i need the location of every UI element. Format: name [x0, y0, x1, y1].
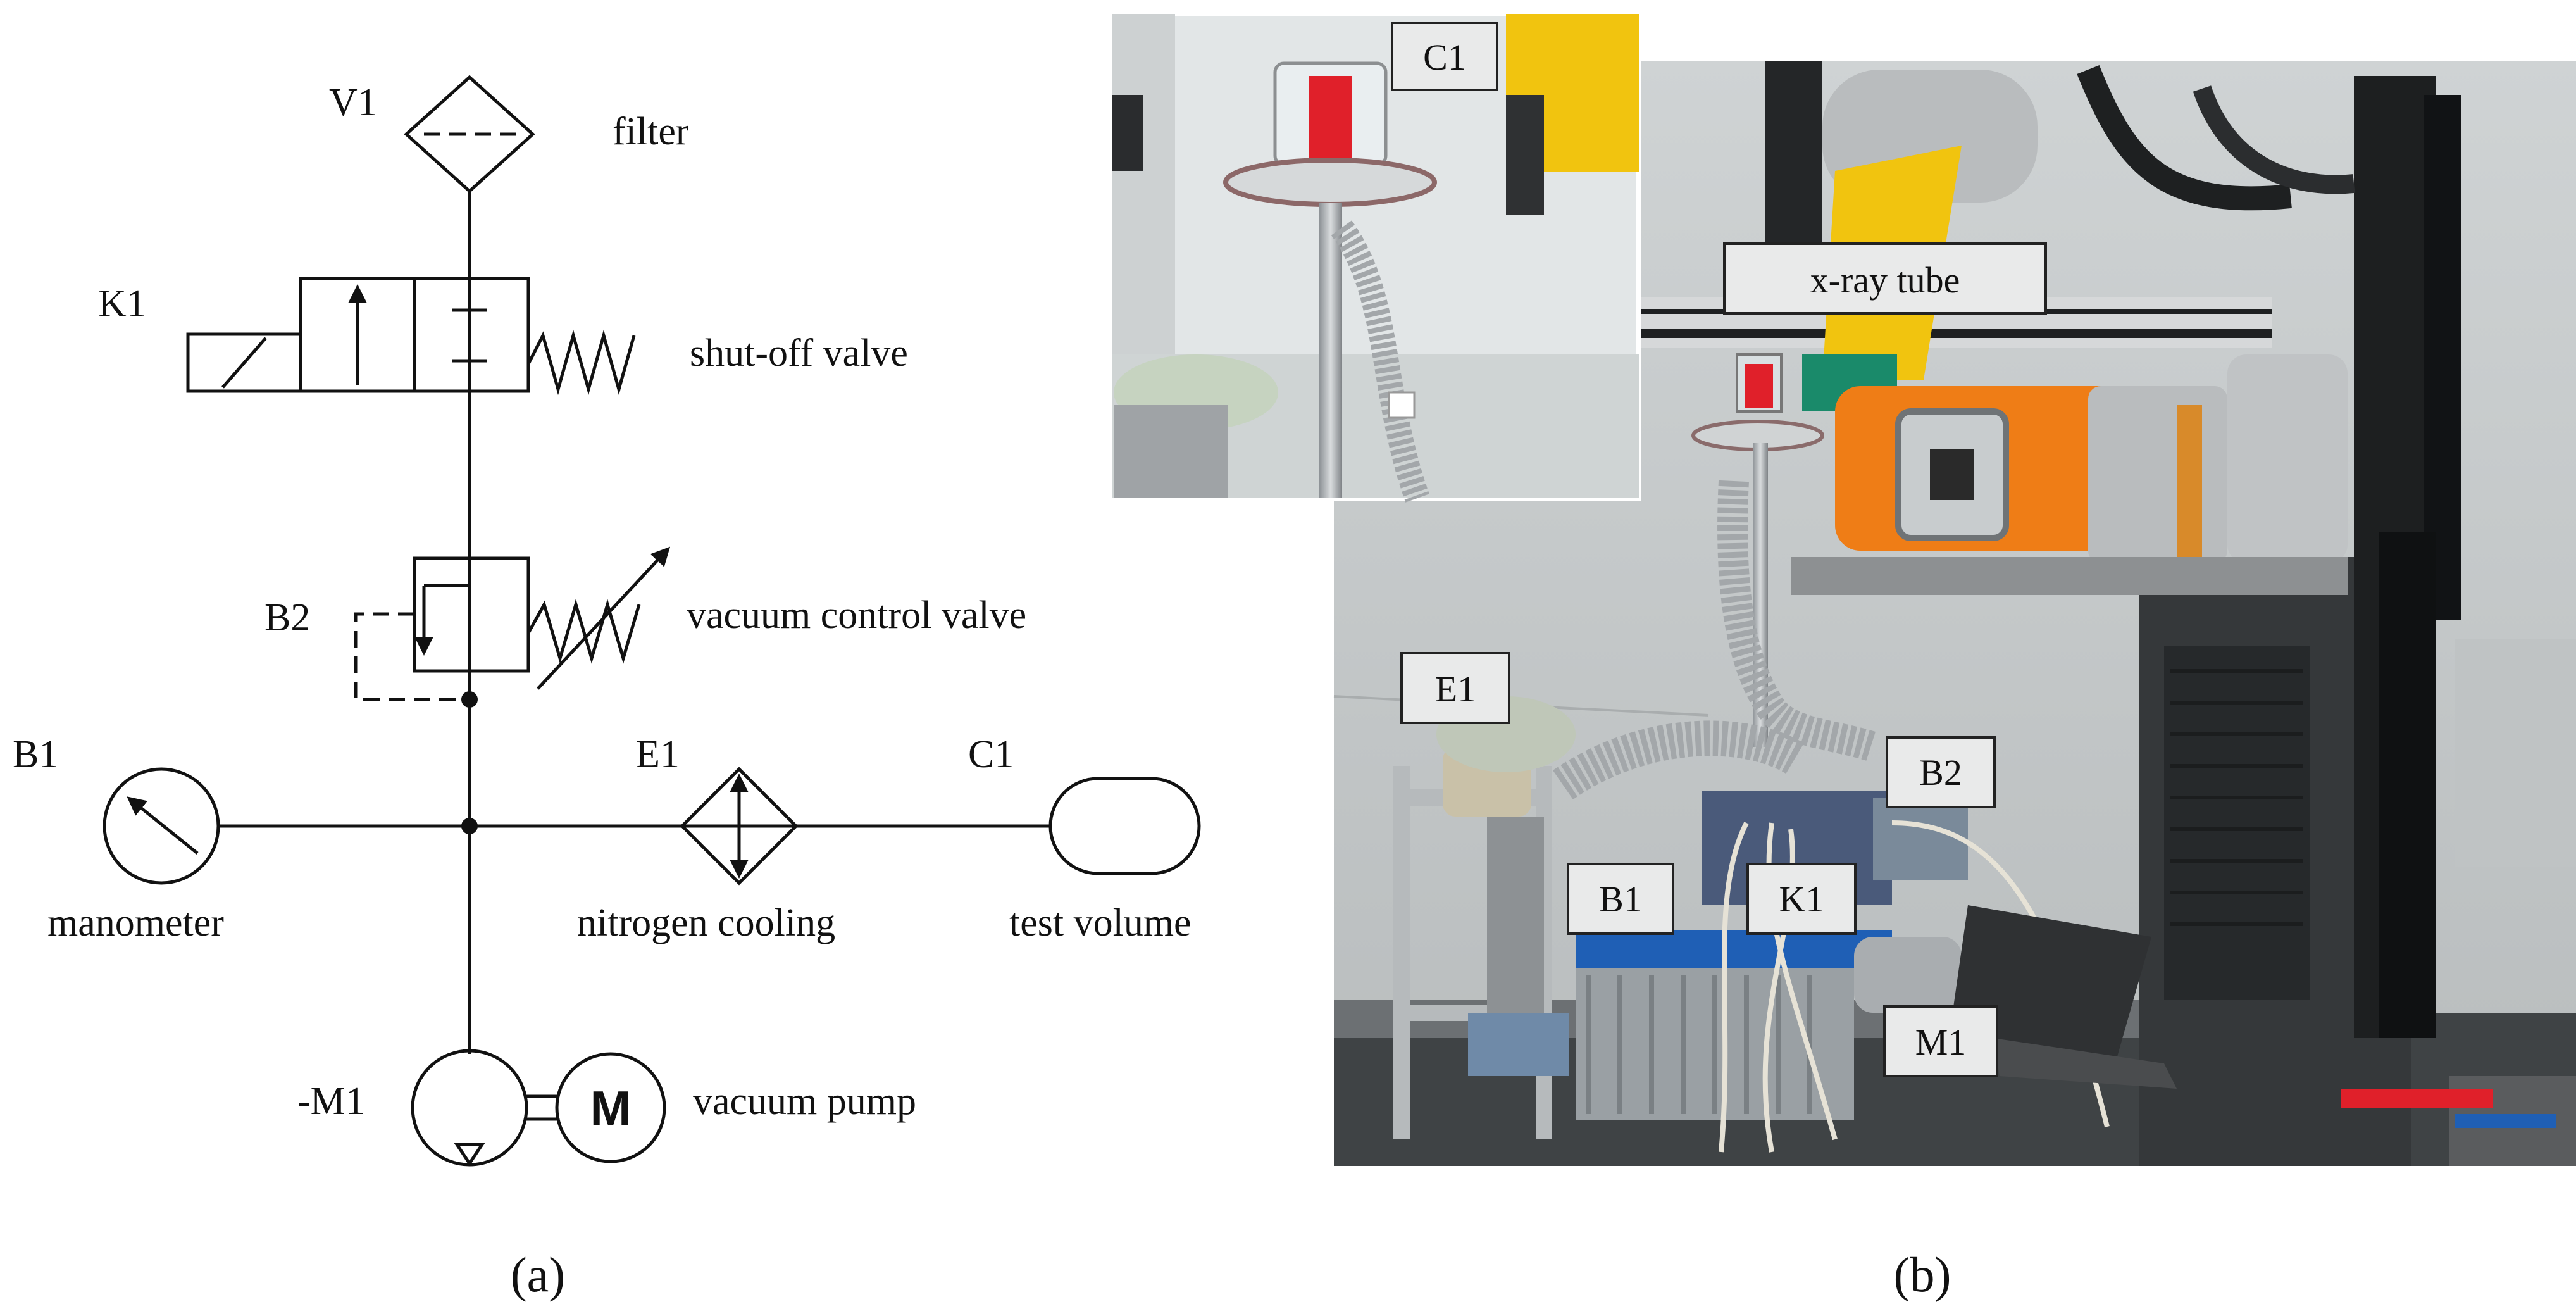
test-volume-symbol [1048, 777, 1201, 875]
label-b2: B2 [1919, 752, 1962, 793]
junction-dot [461, 818, 478, 834]
filter-symbol [404, 75, 535, 194]
vacuum-pump-symbol: M [411, 1049, 666, 1167]
label-box [1723, 242, 2047, 315]
nitrogen-cooling-label: nitrogen cooling [577, 901, 835, 944]
motor-letter: M [590, 1080, 632, 1136]
label-box [1400, 652, 1510, 724]
label-k1: K1 [1779, 879, 1824, 920]
schematic-panel: V1 filter K1 shut-off valve B2 vacuu [13, 75, 1201, 1302]
filter-label: filter [613, 110, 689, 153]
vacuum-control-valve-label: vacuum control valve [687, 594, 1026, 637]
label-box [1883, 1005, 1998, 1077]
test-volume-id: C1 [968, 733, 1014, 776]
panel-b-caption: (b) [1894, 1247, 1951, 1302]
photo-panel: C1 x-ray tube E1 B2 B1 K1 M1 (b) [1109, 11, 2576, 1302]
laptop [1949, 905, 2151, 1070]
manometer-label: manometer [47, 901, 224, 944]
shut-off-valve-id: K1 [98, 282, 146, 325]
vacuum-control-valve-symbol [354, 546, 671, 701]
inset-photo [1109, 11, 1641, 503]
shut-off-valve-symbol [186, 277, 636, 396]
vacuum-pump-id: -M1 [297, 1080, 365, 1123]
vacuum-pump-label: vacuum pump [693, 1080, 916, 1123]
label-box [1567, 863, 1674, 935]
nitrogen-cooling-id: E1 [636, 733, 680, 776]
shut-off-valve-label: shut-off valve [690, 332, 908, 375]
filter-id: V1 [329, 81, 377, 124]
inset-label-c1: C1 [1423, 37, 1466, 78]
sample-red [1309, 76, 1352, 158]
label-e1: E1 [1435, 668, 1476, 710]
label-box [1886, 736, 1996, 808]
photo-labels: C1 x-ray tube E1 B2 B1 K1 M1 [1391, 22, 2047, 1077]
label-m1: M1 [1915, 1022, 1967, 1063]
label-b1: B1 [1599, 879, 1642, 920]
label-box [1391, 22, 1498, 91]
nitrogen-cooling-symbol [680, 767, 799, 886]
manometer-symbol [103, 767, 220, 885]
manometer-id: B1 [13, 733, 58, 776]
label-xray-tube: x-ray tube [1810, 260, 1960, 301]
label-box [1746, 863, 1857, 935]
vacuum-control-valve-id: B2 [264, 596, 310, 639]
panel-a-caption: (a) [511, 1247, 566, 1302]
test-volume-label: test volume [1009, 901, 1192, 944]
